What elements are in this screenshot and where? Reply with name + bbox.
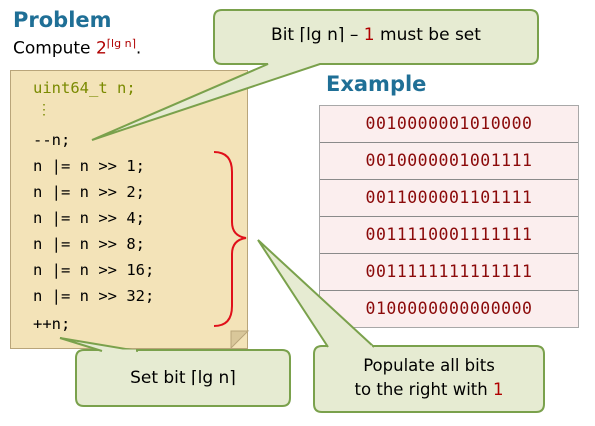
- callout-top-suffix: must be set: [374, 25, 481, 45]
- example-row: 0100000000000000: [365, 299, 533, 318]
- compute-exponent: ⌈lg n⌉: [106, 37, 136, 50]
- brace-icon: [213, 151, 247, 327]
- code-line-shift-16: n |= n >> 16;: [33, 261, 155, 279]
- code-line-shift-4: n |= n >> 4;: [33, 209, 145, 227]
- callout-bottom-left-prefix: Set bit: [130, 368, 191, 388]
- compute-base: 2: [95, 38, 107, 59]
- code-pane: uint64_t n; ⋮ --n; n |= n >> 1; n |= n >…: [10, 70, 248, 349]
- callout-bottom-right-shape: [313, 345, 545, 413]
- callout-bottom-left-text: Set bit ⌈lg n⌉: [76, 368, 290, 388]
- code-decl-type: uint64_t: [33, 79, 108, 97]
- code-line-shift-8: n |= n >> 8;: [33, 235, 145, 253]
- code-line-shift-32: n |= n >> 32;: [33, 287, 155, 305]
- code-line-shift-2: n |= n >> 2;: [33, 183, 145, 201]
- callout-bottom-right-line2: to the right with 1: [314, 378, 544, 402]
- callout-bottom-left-shape: [75, 349, 291, 407]
- example-table: 0010000001010000 0010000001001111 001100…: [319, 105, 579, 328]
- code-line-increment: ++n;: [33, 315, 71, 333]
- callout-top-prefix: Bit: [271, 25, 300, 45]
- callout-bottom-right-line1: Populate all bits: [363, 356, 495, 375]
- problem-title: Problem: [13, 8, 112, 32]
- callout-top-one: 1: [363, 25, 375, 45]
- callout-bottom-left-pointer: [59, 337, 139, 352]
- example-row: 0010000001010000: [320, 106, 578, 143]
- callout-bottom-right-one: 1: [492, 380, 504, 399]
- code-declaration: uint64_t n;: [33, 79, 136, 97]
- callout-top-shape: [91, 9, 539, 141]
- code-line-shift-1: n |= n >> 1;: [33, 157, 145, 175]
- callout-top-expr: ⌈lg n⌉: [299, 25, 345, 45]
- callout-top-minus: –: [344, 25, 364, 45]
- example-row: 0010000001001111: [320, 143, 578, 180]
- compute-prefix: Compute: [13, 38, 91, 59]
- example-row: 0011111111111111: [320, 254, 578, 291]
- callout-bottom-right-line2-prefix: to the right with: [354, 380, 493, 399]
- example-row: 0011110001111111: [320, 217, 578, 254]
- code-line-decrement: --n;: [33, 131, 71, 149]
- compute-statement: Compute 2⌈lg n⌉.: [13, 37, 141, 59]
- code-decl-rest: n;: [107, 79, 136, 97]
- example-title: Example: [326, 72, 427, 96]
- compute-suffix: .: [135, 38, 142, 59]
- callout-bottom-left-expr: ⌈lg n⌉: [190, 368, 236, 388]
- callout-top-text: Bit ⌈lg n⌉ – 1 must be set: [214, 25, 538, 45]
- example-row: 0011000001101111: [320, 180, 578, 217]
- callout-bottom-right-text: Populate all bits to the right with 1: [314, 354, 544, 402]
- callout-bottom-right-pointer: [257, 239, 375, 348]
- page-fold: [230, 330, 250, 350]
- code-ellipsis: ⋮: [37, 102, 51, 118]
